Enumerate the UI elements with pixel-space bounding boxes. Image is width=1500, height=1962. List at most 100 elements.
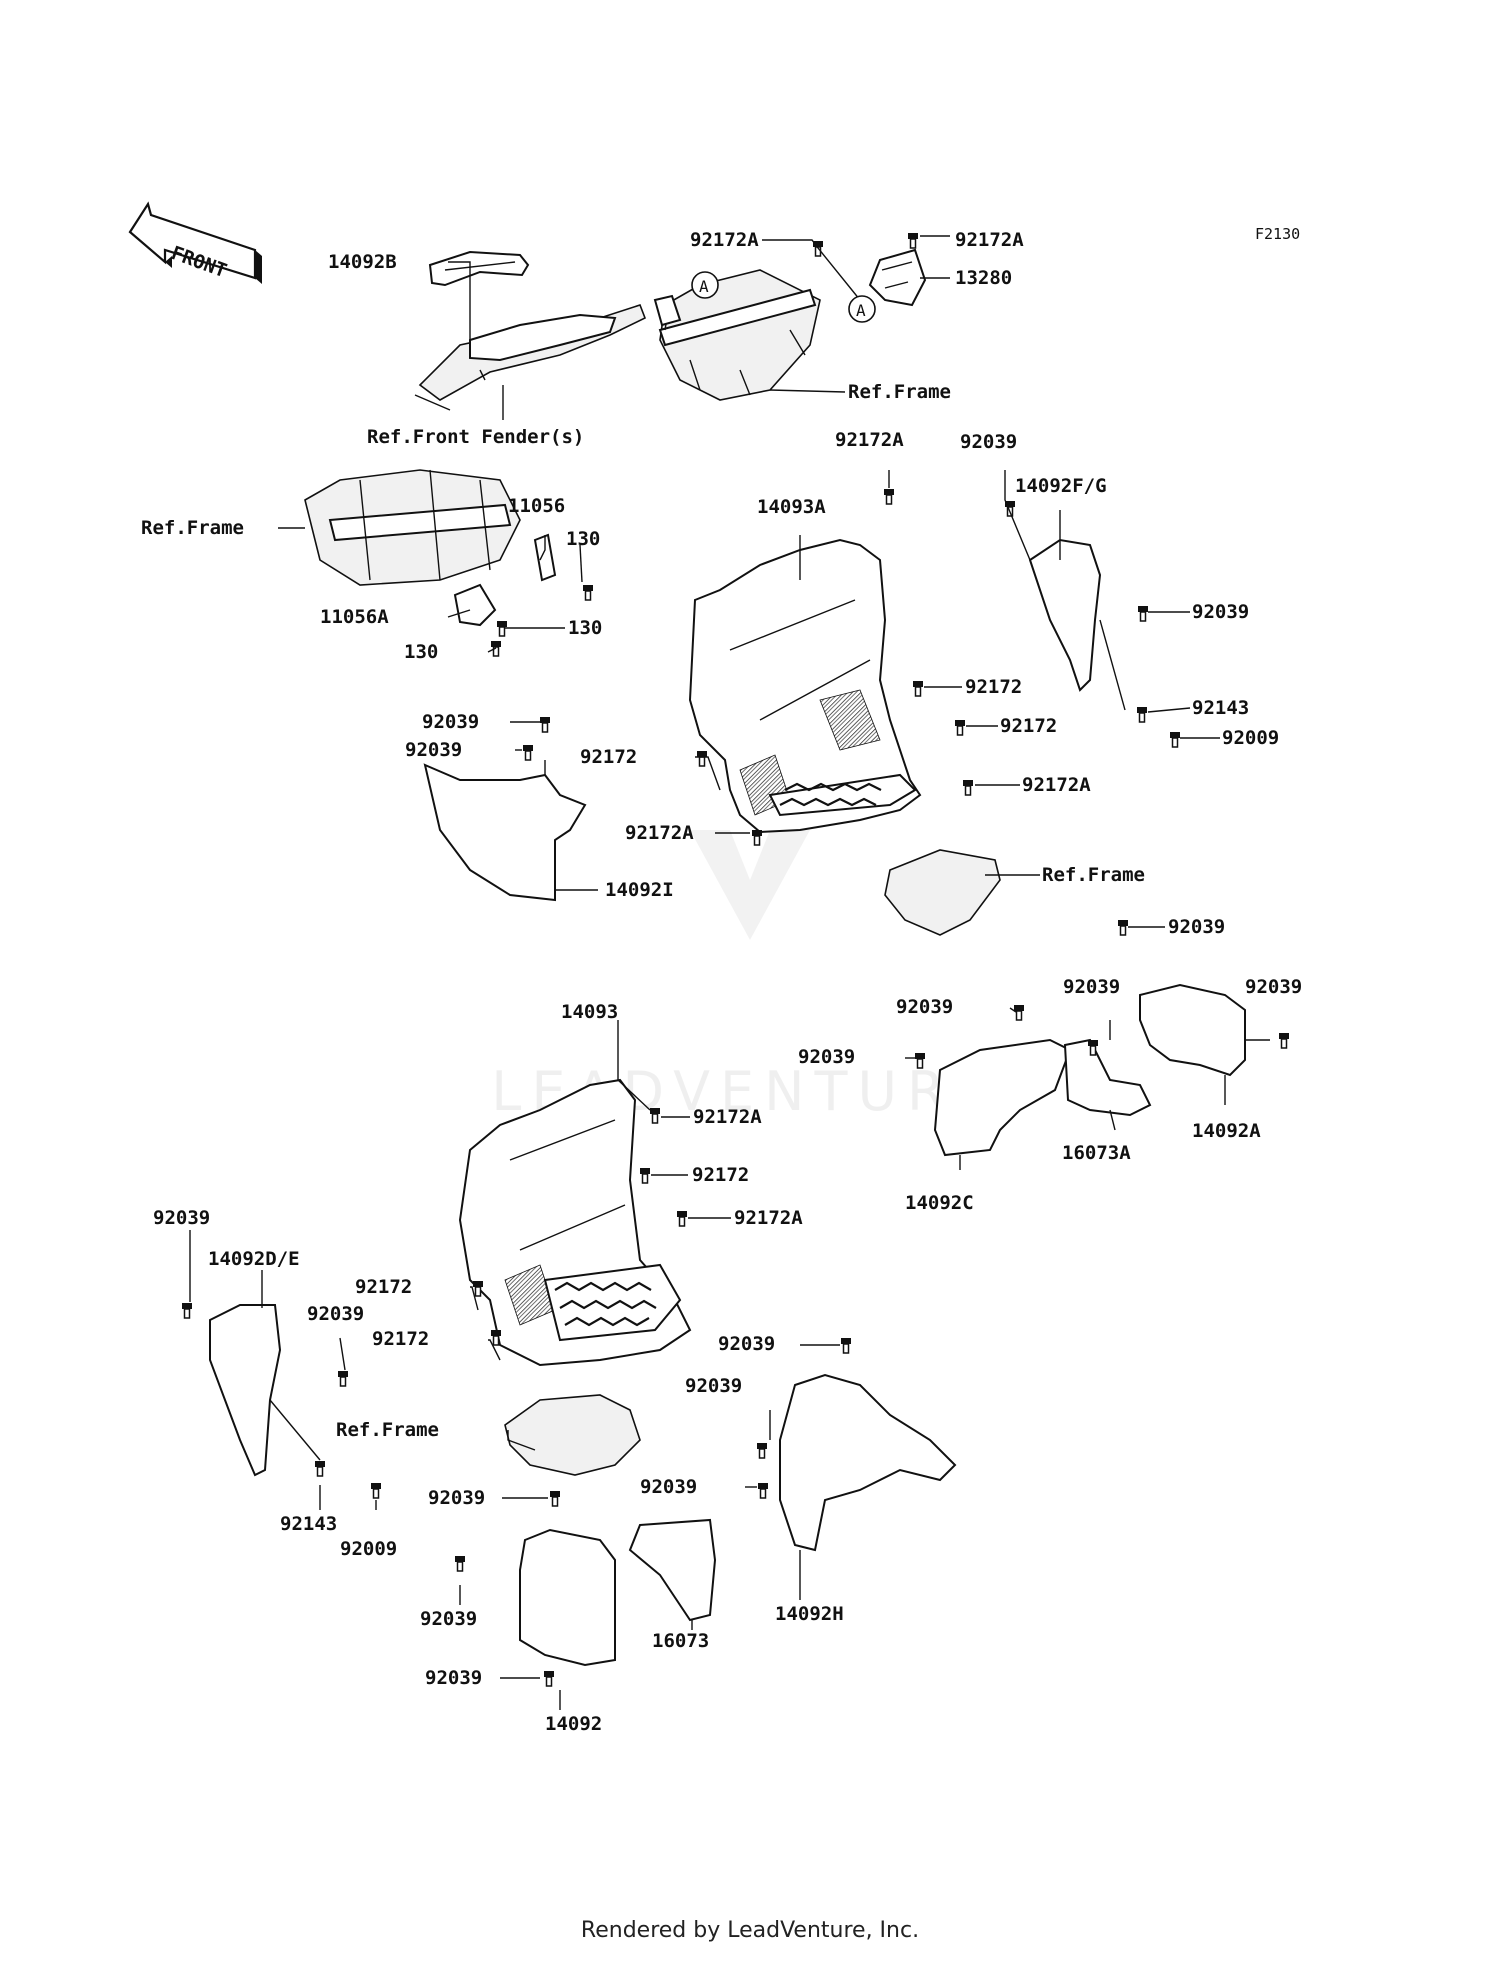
label-92172-c: 92172	[580, 746, 637, 768]
callout-a2: A	[848, 295, 876, 323]
label-92039-i: 92039	[798, 1046, 855, 1068]
label-ref-front-fender: Ref.Front Fender(s)	[367, 426, 584, 448]
front-fender-rail	[414, 304, 647, 411]
bolt-92172-d	[639, 1167, 651, 1184]
label-92172A-b: 92172A	[1022, 774, 1091, 796]
label-14092I: 14092I	[605, 879, 674, 901]
frame-top-center	[653, 269, 821, 401]
bolt-92172A-a	[883, 488, 895, 505]
part-14093A	[688, 538, 922, 834]
label-14092FG: 14092F/G	[1015, 475, 1107, 497]
bolt-92039-e	[1117, 919, 1129, 936]
part-14092B	[428, 250, 530, 287]
label-92039-j: 92039	[153, 1207, 210, 1229]
label-92039-c: 92039	[422, 711, 479, 733]
label-92172-f: 92172	[372, 1328, 429, 1350]
bolt-92039-c	[539, 716, 551, 733]
frame-left	[304, 469, 521, 586]
label-14092C: 14092C	[905, 1192, 974, 1214]
bolt-92039-b	[1137, 605, 1149, 622]
diagram-code: F2130	[1255, 225, 1300, 243]
label-92039-n: 92039	[640, 1476, 697, 1498]
label-92039-m: 92039	[685, 1375, 742, 1397]
part-13280	[868, 248, 927, 307]
nut-92143-b	[314, 1460, 326, 1477]
label-92172A-c: 92172A	[625, 822, 694, 844]
bolt-92009-b	[370, 1482, 382, 1499]
label-130-c: 130	[404, 641, 438, 663]
label-92039-p: 92039	[420, 1608, 477, 1630]
bolt-92039-g	[1278, 1032, 1290, 1049]
label-92039-q: 92039	[425, 1667, 482, 1689]
part-14092	[519, 1528, 616, 1667]
bolt-92172A-e	[676, 1210, 688, 1227]
label-92172A-a: 92172A	[835, 429, 904, 451]
label-ref-frame-bottom: Ref.Frame	[336, 1419, 439, 1441]
label-92172-a: 92172	[965, 676, 1022, 698]
label-92143-a: 92143	[1192, 697, 1249, 719]
callout-a1: A	[691, 271, 719, 299]
part-11056	[533, 533, 557, 582]
part-14092DE	[209, 1304, 282, 1477]
label-92172A-d: 92172A	[693, 1106, 762, 1128]
label-92172-e: 92172	[355, 1276, 412, 1298]
bolt-92039-n	[757, 1482, 769, 1499]
label-92039-l: 92039	[718, 1333, 775, 1355]
label-14093A: 14093A	[757, 496, 826, 518]
label-ref-frame-top: Ref.Frame	[848, 381, 951, 403]
label-92039-a: 92039	[960, 431, 1017, 453]
label-92039-d: 92039	[405, 739, 462, 761]
bolt-92172-c	[696, 750, 708, 767]
callout-a2-text: A	[856, 301, 866, 320]
label-13280: 13280	[955, 267, 1012, 289]
label-16073A: 16073A	[1062, 1142, 1131, 1164]
bolt-92039-d	[522, 744, 534, 761]
label-16073: 16073	[652, 1630, 709, 1652]
part-14092FG	[1028, 538, 1102, 692]
part-14092C	[933, 1038, 1072, 1157]
label-92039-k: 92039	[307, 1303, 364, 1325]
label-92143-b: 92143	[280, 1513, 337, 1535]
bolt-92172A-t2	[907, 232, 919, 249]
bolt-92172A-b	[962, 779, 974, 796]
label-92172-d: 92172	[692, 1164, 749, 1186]
bolt-92039-m	[756, 1442, 768, 1459]
leader-lines	[189, 235, 1270, 1710]
label-92039-h: 92039	[896, 996, 953, 1018]
nut-92143-a	[1136, 706, 1148, 723]
label-11056: 11056	[508, 495, 565, 517]
label-92172A-t1: 92172A	[690, 229, 759, 251]
label-92009-a: 92009	[1222, 727, 1279, 749]
footer-credit: Rendered by LeadVenture, Inc.	[580, 1918, 920, 1943]
front-arrow-icon: FRONT	[128, 201, 262, 284]
part-16073A	[1063, 1038, 1152, 1117]
part-14092A	[1139, 983, 1246, 1077]
label-92009-b: 92009	[340, 1538, 397, 1560]
label-14092: 14092	[545, 1713, 602, 1735]
bolt-92009-a	[1169, 731, 1181, 748]
label-ref-frame-mid: Ref.Frame	[1042, 864, 1145, 886]
frame-right-mid	[884, 849, 1001, 936]
label-92039-f: 92039	[1063, 976, 1120, 998]
label-92172A-e: 92172A	[734, 1207, 803, 1229]
bolt-92039-q	[543, 1670, 555, 1687]
part-11056A	[453, 583, 497, 627]
label-130-a: 130	[566, 528, 600, 550]
label-14093: 14093	[561, 1001, 618, 1023]
label-92172A-t2: 92172A	[955, 229, 1024, 251]
label-92039-g: 92039	[1245, 976, 1302, 998]
label-92039-o: 92039	[428, 1487, 485, 1509]
bolt-92039-k	[337, 1370, 349, 1387]
label-92172-b: 92172	[1000, 715, 1057, 737]
callout-a1-text: A	[699, 277, 709, 296]
label-130-b: 130	[568, 617, 602, 639]
frame-bottom	[504, 1394, 641, 1476]
label-92039-e: 92039	[1168, 916, 1225, 938]
part-labels: 14092B Ref.Front Fender(s) 92172A 92172A…	[141, 229, 1302, 1735]
part-16073	[628, 1518, 717, 1622]
part-14093	[458, 1078, 692, 1367]
bolt-92039-o	[549, 1490, 561, 1507]
label-ref-frame-left: Ref.Frame	[141, 517, 244, 539]
bolt-92039-p	[454, 1555, 466, 1572]
